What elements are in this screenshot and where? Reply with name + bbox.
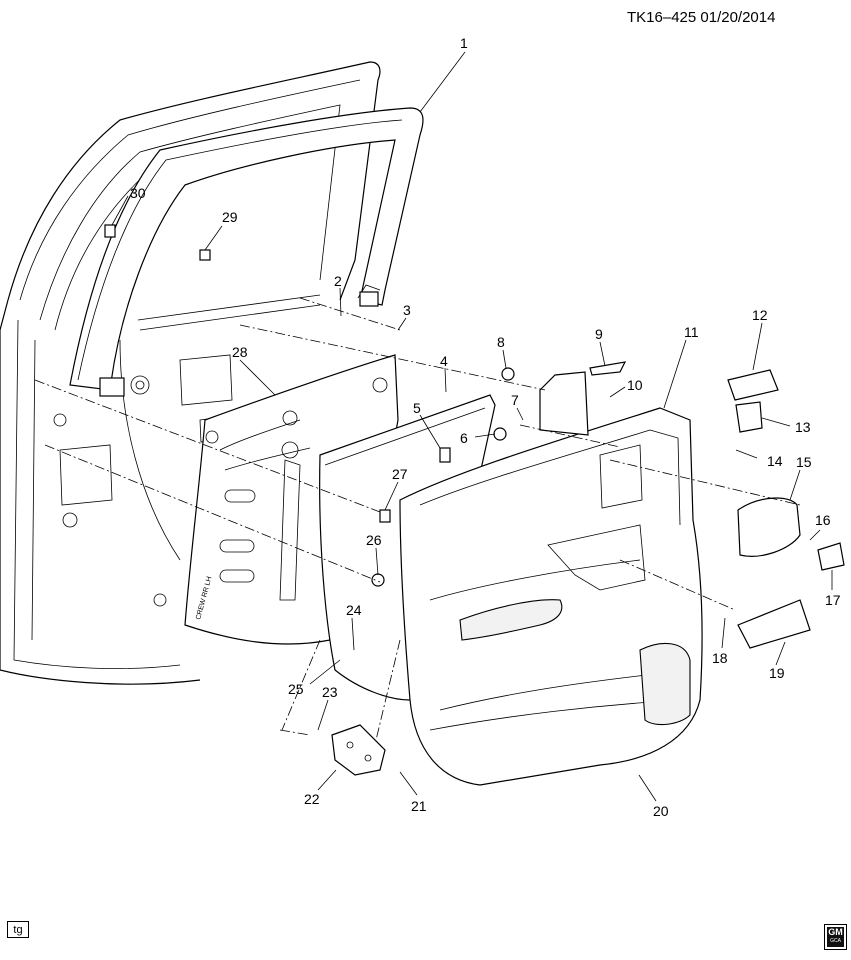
callout-14: 14 (767, 453, 783, 469)
callout-18: 18 (712, 650, 728, 666)
callout-28: 28 (232, 344, 248, 360)
callout-22: 22 (304, 791, 320, 807)
callout-19: 19 (769, 665, 785, 681)
diagram-tag: tg (7, 921, 29, 938)
gm-logo-text: GM (828, 927, 843, 937)
callout-11: 11 (684, 324, 699, 340)
assembly-lines (34, 297, 801, 741)
callout-5: 5 (413, 400, 421, 416)
callout-17: 17 (825, 592, 841, 608)
callout-3: 3 (403, 302, 411, 318)
callout-2: 2 (334, 273, 342, 289)
callout-29: 29 (222, 209, 238, 225)
callout-labels: 1 2 3 4 5 6 7 8 9 10 11 12 13 14 15 16 1… (130, 35, 841, 819)
callout-9: 9 (595, 326, 603, 342)
gm-logo-mark: GM GCA (827, 927, 844, 947)
callout-7: 7 (511, 392, 519, 408)
leader-lines (111, 51, 833, 802)
callout-16: 16 (815, 512, 831, 528)
callout-6: 6 (460, 430, 468, 446)
small-parts (104, 224, 845, 649)
callout-23: 23 (322, 684, 338, 700)
callout-12: 12 (752, 307, 768, 323)
gm-logo-sub: GCA (830, 938, 841, 944)
callout-30: 30 (130, 185, 146, 201)
callout-13: 13 (795, 419, 811, 435)
callout-24: 24 (346, 602, 362, 618)
callout-25: 25 (288, 681, 304, 697)
callout-15: 15 (796, 454, 812, 470)
diagram-code-date: TK16–425 01/20/2014 (627, 9, 776, 26)
window-frame-trim (69, 107, 424, 397)
gm-logo: GM GCA (824, 924, 847, 950)
callout-10: 10 (627, 377, 643, 393)
callout-1: 1 (460, 35, 468, 51)
door-trim-panel (399, 407, 703, 786)
door-trim-bracket (331, 724, 386, 776)
callout-27: 27 (392, 466, 408, 482)
callout-21: 21 (411, 798, 427, 814)
callout-20: 20 (653, 803, 669, 819)
callout-26: 26 (366, 532, 382, 548)
callout-4: 4 (440, 353, 448, 369)
callout-8: 8 (497, 334, 505, 350)
